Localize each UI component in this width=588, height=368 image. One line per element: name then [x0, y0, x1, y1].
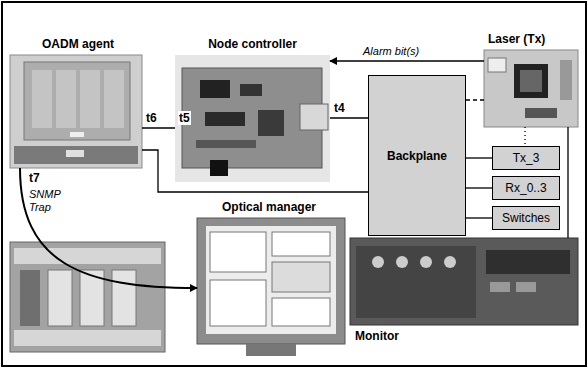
- node-heading: Monitor: [355, 329, 399, 343]
- connector: [20, 168, 197, 288]
- rack-photo: [10, 242, 165, 352]
- photo-node: Optical manager: [197, 218, 345, 344]
- connector: [466, 187, 492, 188]
- connector: [567, 127, 568, 238]
- module-box: Tx_3: [492, 146, 560, 170]
- connector: [142, 127, 175, 128]
- monitor-photo: [350, 238, 578, 325]
- node-heading: Node controller: [208, 37, 297, 51]
- connector: [466, 99, 484, 100]
- module-box: Switches: [492, 206, 560, 230]
- box-label: Backplane: [387, 149, 447, 163]
- photo-node: OADM agent: [10, 55, 142, 168]
- connector: [466, 157, 492, 158]
- edge-label: Alarm bit(s): [362, 45, 444, 58]
- connector: [142, 150, 368, 192]
- laser-photo: [484, 50, 578, 127]
- connector: [466, 217, 492, 218]
- node-heading: OADM agent: [42, 37, 114, 51]
- optical-manager-photo: [197, 218, 345, 356]
- module-box: Rx_0..3: [492, 176, 560, 200]
- box-label: Tx_3: [513, 151, 540, 165]
- photo-node: Monitor: [350, 238, 578, 325]
- box-label: Switches: [502, 211, 550, 225]
- oadm-agent-photo: [10, 55, 142, 168]
- box-label: Rx_0..3: [505, 181, 546, 195]
- node-controller-photo: [175, 55, 330, 182]
- timestamp-label: t5: [178, 111, 191, 125]
- timestamp-label: t4: [333, 101, 346, 115]
- backplane-box: Backplane: [368, 75, 466, 236]
- connector: [330, 117, 368, 118]
- connector: [524, 127, 525, 146]
- photo-node: Node controller: [175, 55, 330, 182]
- timestamp-label: t6: [145, 111, 158, 125]
- photo-node: Laser (Tx): [484, 50, 578, 127]
- edge-label: SNMP Trap: [28, 188, 64, 214]
- node-heading: Laser (Tx): [488, 32, 545, 46]
- timestamp-label: t7: [28, 171, 41, 185]
- connector: [330, 60, 484, 61]
- node-heading: Optical manager: [222, 200, 316, 214]
